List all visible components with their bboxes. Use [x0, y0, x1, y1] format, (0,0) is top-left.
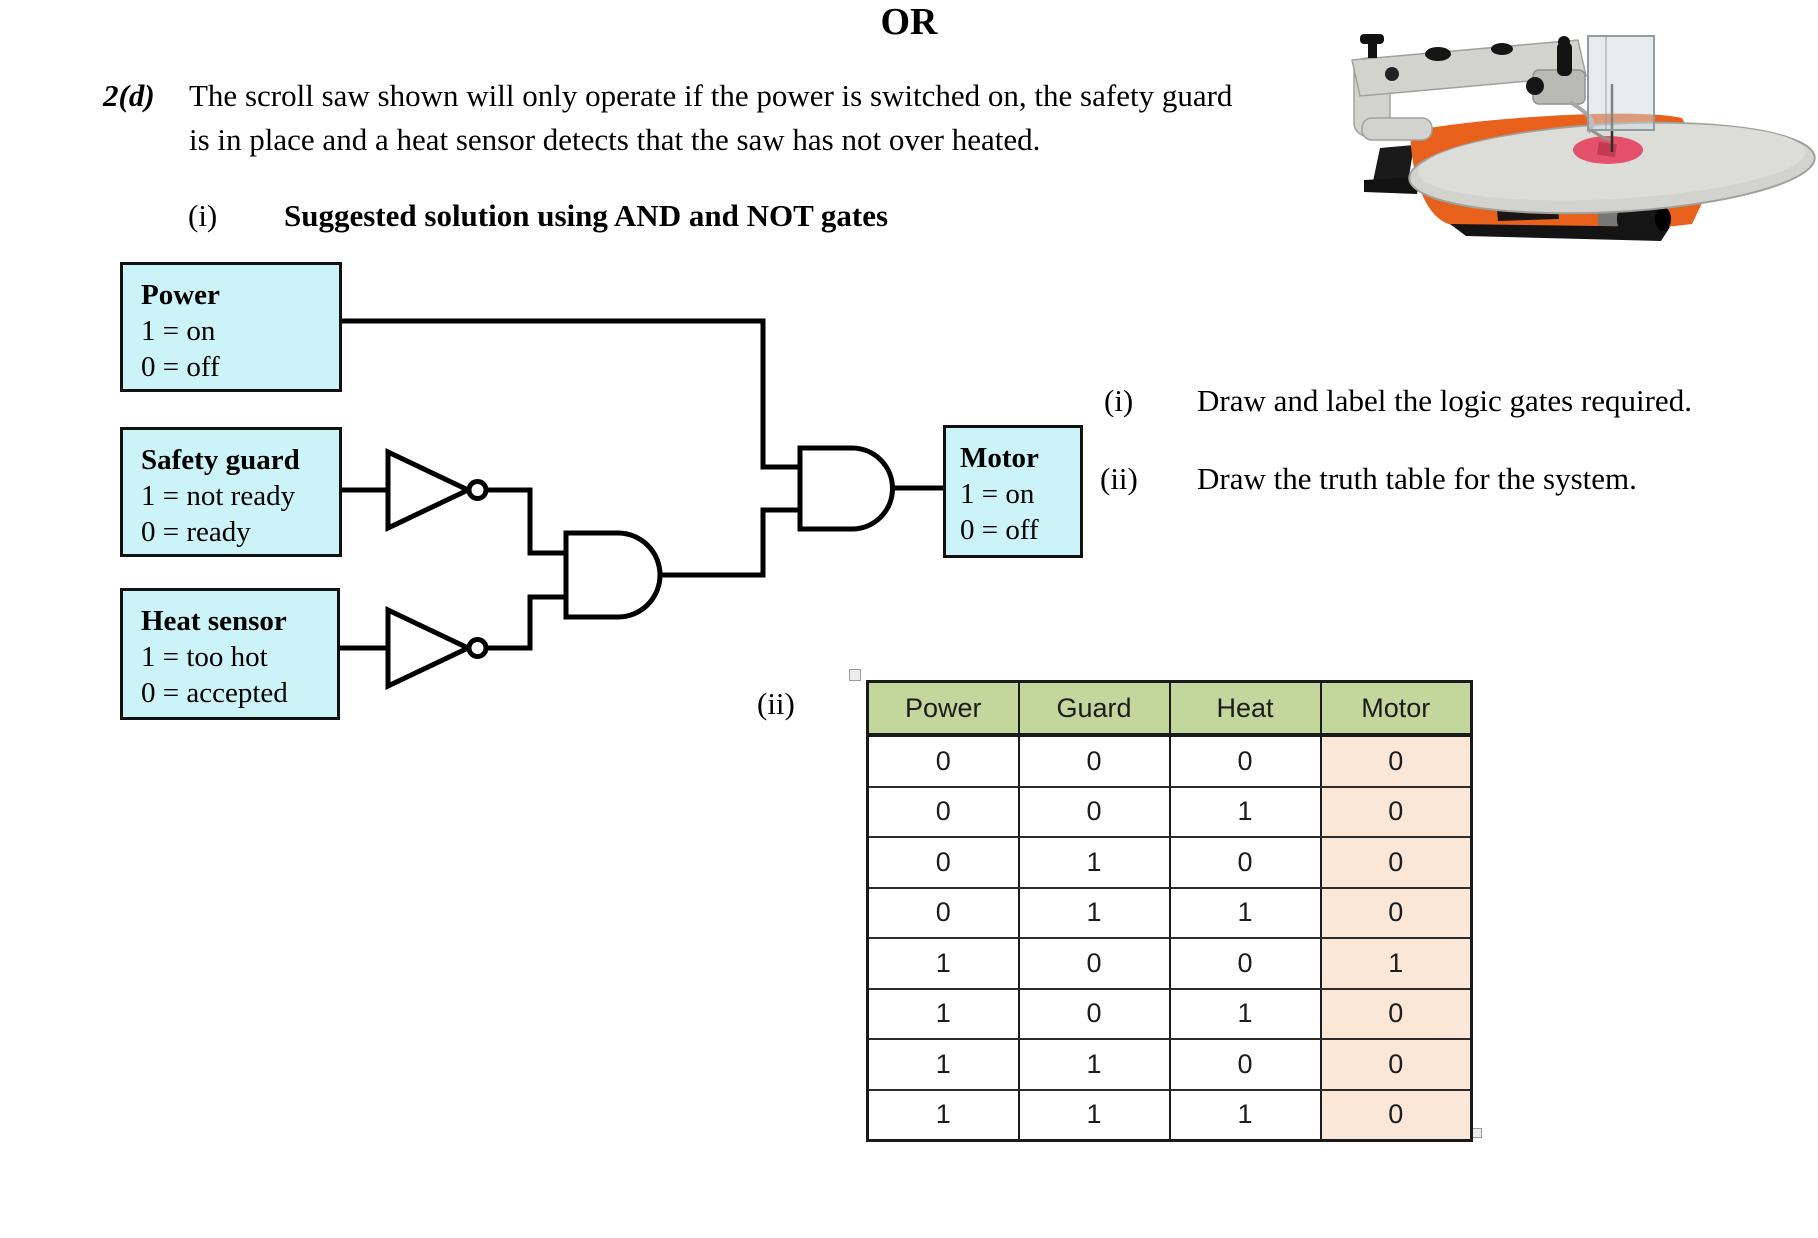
- truth-table-cell: 0: [866, 734, 1020, 788]
- truth-table-cell: 1: [1017, 836, 1171, 889]
- safety-guard-box-line1: 1 = not ready: [141, 480, 296, 512]
- truth-table-cell: 1: [1017, 1038, 1171, 1091]
- truth-table-cell: 0: [1017, 734, 1171, 788]
- heat-sensor-box-title: Heat sensor: [141, 605, 287, 637]
- truth-table-cell: 0: [1017, 987, 1171, 1040]
- wire-power-to-and2: [340, 318, 800, 470]
- truth-table-cell: 0: [866, 785, 1020, 838]
- not-gate-2-triangle: [385, 606, 474, 690]
- power-box-line1: 1 = on: [141, 315, 216, 347]
- truth-table-header-guard: Guard: [1017, 680, 1171, 737]
- not-gate-2-bubble: [466, 637, 489, 659]
- truth-table-label: (ii): [757, 686, 795, 721]
- truth-table-cell: 0: [1319, 987, 1473, 1040]
- motor-box-title: Motor: [960, 442, 1039, 474]
- scroll-saw-photo: [1351, 34, 1816, 241]
- truth-table-cell: 0: [1168, 734, 1322, 788]
- truth-table-cell: 0: [1319, 886, 1473, 939]
- question-line-2: is in place and a heat sensor detects th…: [189, 121, 1041, 157]
- power-input-box: Power 1 = on 0 = off: [120, 262, 342, 392]
- table-handle-top-left: [849, 669, 861, 681]
- truth-table-cell: 1: [866, 937, 1020, 990]
- truth-table-cell: 1: [1168, 987, 1322, 1040]
- scroll-saw-arm-upper: [1351, 34, 1587, 97]
- truth-table-cell: 1: [866, 1088, 1020, 1142]
- truth-table-cell: 1: [1319, 937, 1473, 990]
- task-1-text: Draw and label the logic gates required.: [1197, 383, 1692, 418]
- heat-sensor-box-line1: 1 = too hot: [141, 641, 268, 673]
- truth-table-cell: 1: [1168, 785, 1322, 838]
- wire-not1-to-and1: [485, 487, 570, 556]
- not-gate-1-triangle: [385, 448, 474, 532]
- truth-table-cell: 0: [1017, 785, 1171, 838]
- safety-guard-box-line2: 0 = ready: [141, 516, 251, 548]
- motor-box-line2: 0 = off: [960, 514, 1039, 546]
- and-gate-1: [563, 530, 663, 620]
- wire-not2-to-and1: [485, 594, 570, 651]
- not-gate-1: [385, 448, 489, 532]
- question-line-1: The scroll saw shown will only operate i…: [189, 78, 1233, 113]
- not-gate-2: [385, 606, 489, 690]
- and-gate-2: [797, 445, 895, 532]
- truth-table-cell: 0: [1319, 734, 1473, 788]
- truth-table-cell: 1: [1017, 886, 1171, 939]
- truth-table-header-motor: Motor: [1319, 680, 1473, 737]
- truth-table-cell: 0: [1319, 1088, 1473, 1142]
- truth-table-header-heat: Heat: [1168, 680, 1322, 737]
- truth-table-cell: 0: [1168, 1038, 1322, 1091]
- truth-table-cell: 0: [1168, 836, 1322, 889]
- motor-box-line1: 1 = on: [960, 478, 1035, 510]
- truth-table-cell: 0: [1319, 785, 1473, 838]
- task-2-numeral: (ii): [1100, 461, 1138, 496]
- heat-sensor-input-box: Heat sensor 1 = too hot 0 = accepted: [120, 588, 340, 720]
- task-2-text: Draw the truth table for the system.: [1197, 461, 1637, 496]
- solution-heading-numeral: (i): [188, 198, 218, 233]
- truth-table-cell: 1: [1168, 886, 1322, 939]
- truth-table-cell: 0: [866, 836, 1020, 889]
- safety-guard-input-box: Safety guard 1 = not ready 0 = ready: [120, 427, 342, 557]
- power-box-line2: 0 = off: [141, 351, 220, 383]
- saw-right-knob: [1617, 207, 1663, 231]
- truth-table-cell: 1: [1168, 1088, 1322, 1142]
- heat-sensor-box-line2: 0 = accepted: [141, 677, 288, 709]
- safety-guard-box-title: Safety guard: [141, 444, 300, 476]
- truth-table-cell: 0: [1319, 836, 1473, 889]
- truth-table-header-power: Power: [866, 680, 1020, 737]
- table-handle-bottom-right: [1472, 1128, 1482, 1138]
- wire-and1-to-and2: [658, 507, 800, 578]
- truth-table-cell: 0: [1319, 1038, 1473, 1091]
- truth-table-cell: 1: [1017, 1088, 1171, 1142]
- power-box-title: Power: [141, 279, 220, 311]
- truth-table-cell: 0: [1017, 937, 1171, 990]
- question-text: The scroll saw shown will only operate i…: [189, 74, 1339, 161]
- truth-table-cell: 1: [866, 1038, 1020, 1091]
- motor-output-box: Motor 1 = on 0 = off: [943, 425, 1083, 558]
- task-1-numeral: (i): [1104, 383, 1134, 418]
- solution-heading-text: Suggested solution using AND and NOT gat…: [284, 198, 889, 233]
- saw-tension-knob: [1360, 34, 1384, 44]
- question-number: 2(d): [103, 78, 155, 113]
- saw-clear-guard: [1587, 35, 1655, 131]
- truth-table-cell: 0: [866, 886, 1020, 939]
- not-gate-1-bubble: [466, 479, 489, 501]
- truth-table-cell: 0: [1168, 937, 1322, 990]
- saw-head-assembly: [1526, 36, 1613, 142]
- truth-table-cell: 1: [866, 987, 1020, 1040]
- page-title: OR: [880, 1, 938, 43]
